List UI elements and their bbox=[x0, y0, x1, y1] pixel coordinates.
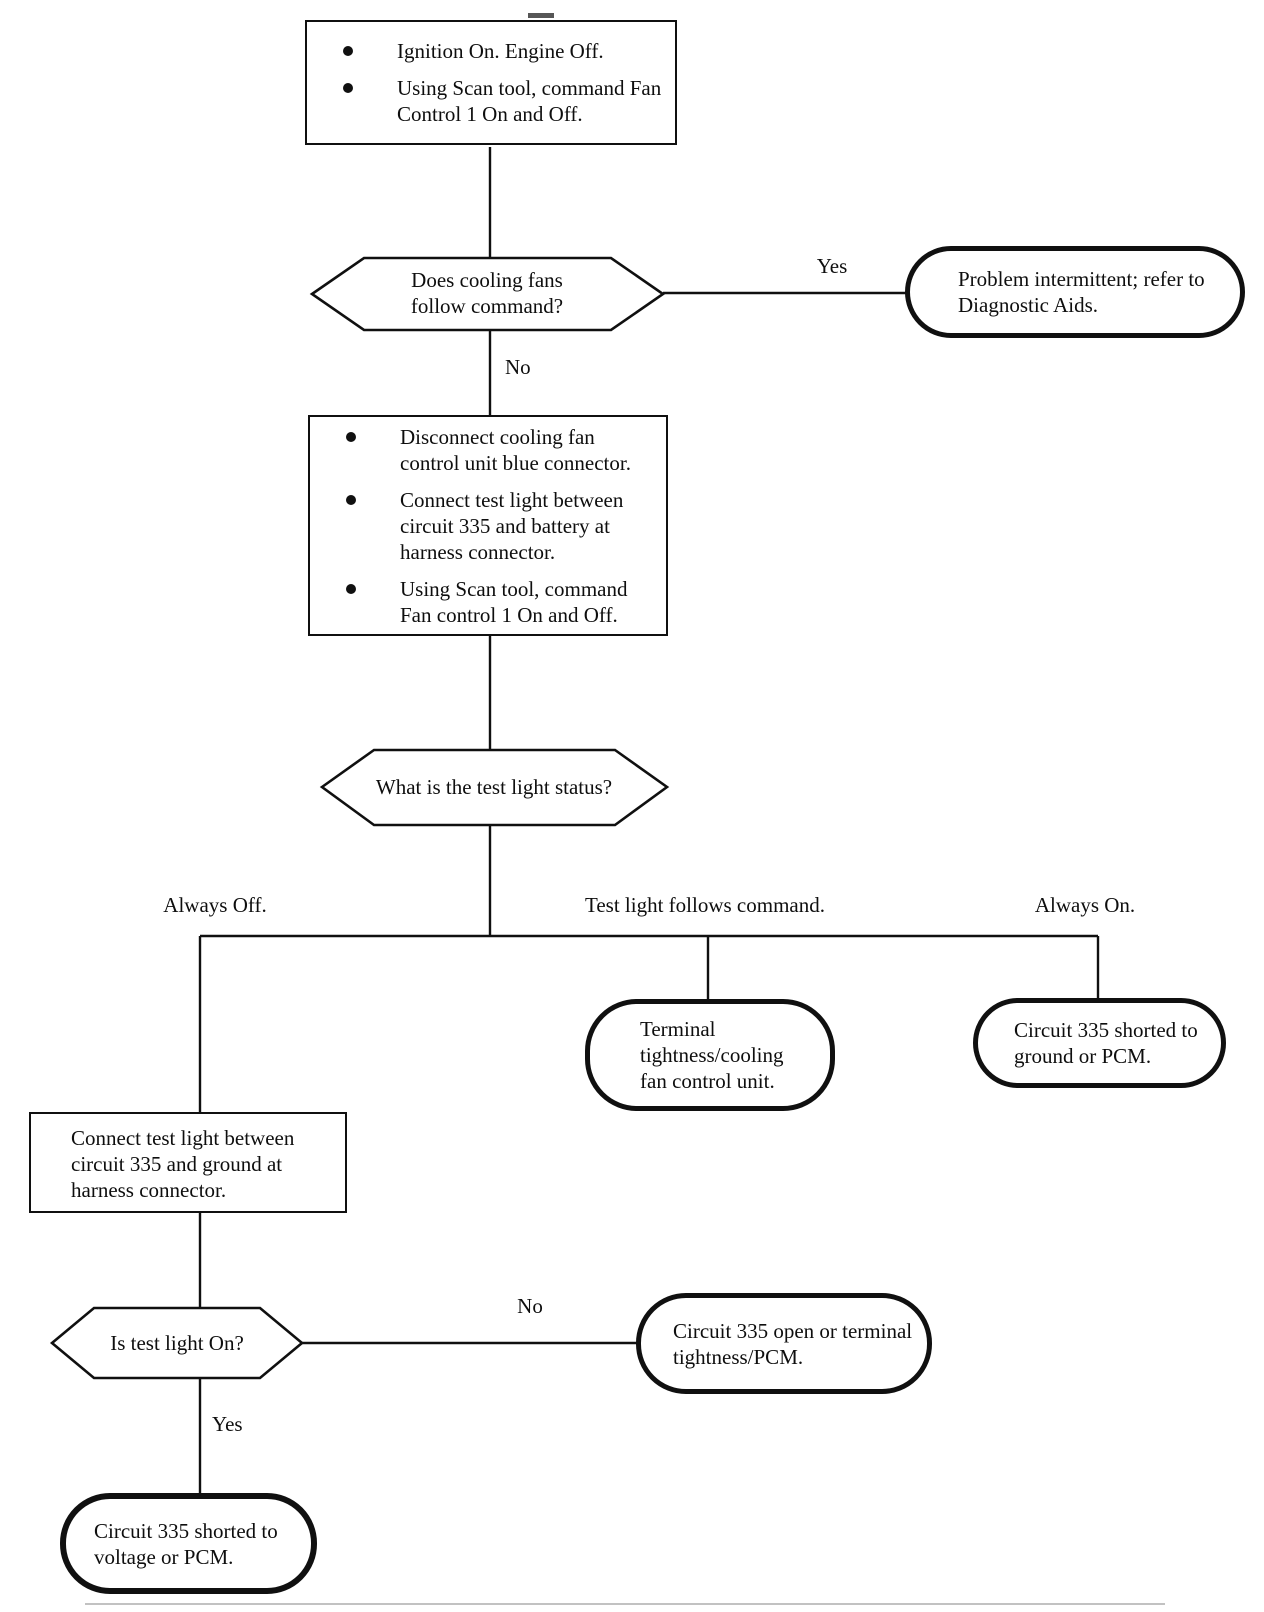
bullet-item: Using Scan tool, command Fan Control 1 O… bbox=[307, 75, 675, 127]
branch-always-on-label: Always On. bbox=[1034, 893, 1136, 917]
decision1-question: Does cooling fans follow command? bbox=[410, 268, 564, 318]
bullet-item-text: Using Scan tool, command Fan Control 1 O… bbox=[397, 76, 662, 126]
test-light-process-box: Disconnect cooling fan control unit blue… bbox=[308, 415, 668, 636]
scan-smudge-artifact bbox=[528, 13, 554, 18]
branch-always-off-label: Always Off. bbox=[163, 893, 267, 917]
bullet-item: Connect test light between circuit 335 a… bbox=[310, 487, 666, 565]
bullet-icon bbox=[343, 83, 353, 93]
terminal-text: Circuit 335 shorted to ground or PCM. bbox=[1014, 1018, 1198, 1068]
decision3-hexagon-shape bbox=[49, 1306, 305, 1380]
bullet-item: Using Scan tool, command Fan control 1 O… bbox=[310, 576, 666, 628]
ground-test-process-box: Connect test light between circuit 335 a… bbox=[29, 1112, 347, 1213]
start-process-box: Ignition On. Engine Off. Using Scan tool… bbox=[305, 20, 677, 145]
terminal-circuit-open: Circuit 335 open or terminal tightness/P… bbox=[636, 1293, 932, 1394]
scan-edge-artifact-line bbox=[85, 1603, 1165, 1605]
test-light-bullet-list: Disconnect cooling fan control unit blue… bbox=[310, 424, 666, 628]
terminal-problem-intermittent: Problem intermittent; refer to Diagnosti… bbox=[905, 246, 1245, 338]
decision1-hexagon-shape bbox=[309, 256, 666, 332]
bullet-icon bbox=[343, 46, 353, 56]
terminal-text: Circuit 335 shorted to voltage or PCM. bbox=[94, 1518, 278, 1569]
bullet-item: Disconnect cooling fan control unit blue… bbox=[310, 424, 666, 476]
bullet-icon bbox=[346, 583, 356, 594]
decision1-no-label: No bbox=[505, 355, 531, 379]
branch-follows-command-label: Test light follows command. bbox=[584, 893, 825, 917]
process-text: Connect test light between circuit 335 a… bbox=[71, 1126, 295, 1202]
bullet-icon bbox=[346, 431, 356, 442]
bullet-item-text: Disconnect cooling fan control unit blue… bbox=[400, 424, 631, 475]
decision1-yes-label: Yes bbox=[816, 254, 848, 278]
terminal-text: Terminal tightness/cooling fan control u… bbox=[640, 1017, 784, 1093]
bullet-item-text: Ignition On. Engine Off. bbox=[397, 39, 604, 63]
decision2-question: What is the test light status? bbox=[375, 775, 613, 799]
terminal-tightness-cooling: Terminal tightness/cooling fan control u… bbox=[585, 999, 835, 1111]
decision3-no-label: No bbox=[517, 1294, 543, 1318]
bullet-icon bbox=[346, 494, 356, 505]
bullet-item-text: Connect test light between circuit 335 a… bbox=[400, 487, 624, 564]
terminal-shorted-ground: Circuit 335 shorted to ground or PCM. bbox=[973, 998, 1226, 1088]
bullet-item-text: Using Scan tool, command Fan control 1 O… bbox=[400, 576, 628, 627]
terminal-text: Circuit 335 open or terminal tightness/P… bbox=[673, 1318, 913, 1369]
decision2-hexagon-shape bbox=[319, 748, 670, 827]
decision3-question: Is test light On? bbox=[110, 1331, 244, 1355]
bullet-item: Ignition On. Engine Off. bbox=[307, 38, 675, 64]
terminal-shorted-voltage: Circuit 335 shorted to voltage or PCM. bbox=[60, 1493, 317, 1594]
terminal-text: Problem intermittent; refer to Diagnosti… bbox=[958, 267, 1205, 317]
decision3-yes-label: Yes bbox=[212, 1412, 243, 1436]
start-bullet-list: Ignition On. Engine Off. Using Scan tool… bbox=[307, 38, 675, 127]
